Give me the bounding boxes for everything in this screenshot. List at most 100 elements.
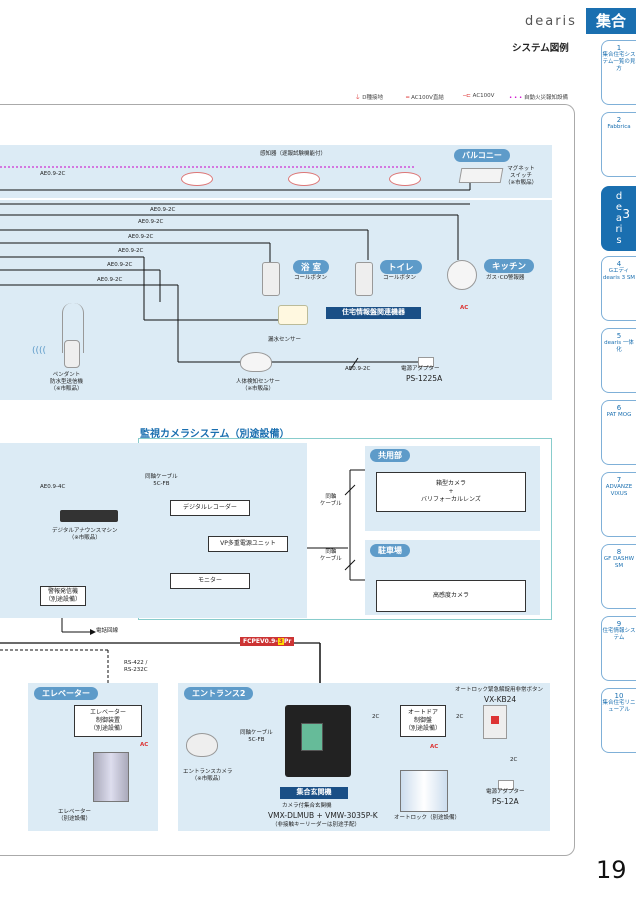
- elevator-device: [93, 752, 129, 802]
- toilet-header: トイレ: [380, 260, 422, 274]
- brand-logo: dearis: [525, 14, 577, 29]
- entrance-panel-desc: カメラ付集合玄関機: [282, 803, 332, 809]
- cable-label: AE0.9-2C: [40, 171, 66, 177]
- sensor-label: 感知器（逐報試験機能付）: [260, 151, 327, 157]
- phone-line-label: 電話回線: [96, 628, 119, 634]
- elevator-label: エレベーター（別途設備）: [58, 809, 92, 822]
- water-sensor-device: [278, 305, 308, 325]
- page-number: 19: [596, 856, 627, 884]
- box-camera-box: 箱型カメラ+バリフォーカルレンズ: [376, 472, 526, 512]
- autolock-label: オートロック（別途設備）: [394, 815, 461, 821]
- cable-2c: 2C: [456, 714, 464, 720]
- vp-power-unit-box: VP多重電源ユニット: [208, 536, 288, 552]
- pendant-label: ペンダント防水型送信機（※市販品）: [50, 372, 84, 392]
- kitchen-header: キッチン: [484, 259, 535, 273]
- entrance-panel-name: 集合玄関機: [280, 787, 348, 799]
- legend-fire-alarm: • • • 自動火災報知設備: [509, 95, 568, 101]
- smoke-detector-1: [181, 172, 213, 186]
- human-sensor-label: 人体検知センサー（※市販品）: [236, 379, 281, 392]
- gas-alarm-label: ガス･CO警報器: [486, 275, 525, 281]
- water-sensor-label: 漏水センサー: [268, 337, 302, 343]
- smoke-detector-2: [288, 172, 320, 186]
- adapter-model: PS-1225A: [406, 374, 443, 383]
- parking-header: 駐車場: [370, 544, 410, 557]
- category-tag: 集合: [586, 8, 636, 34]
- pendant-cord: [62, 303, 84, 353]
- page-subtitle: システム図例: [512, 43, 569, 54]
- digital-recorder-box: デジタルレコーダー: [170, 500, 250, 516]
- announce-label: デジタルアナウンスマシン（※市販品）: [52, 528, 118, 541]
- cable-label: AE0.9-2C: [150, 207, 176, 213]
- cable-label: AE0.9-2C: [107, 262, 133, 268]
- camera-section-title: 監視カメラシステム（別途設備）: [140, 429, 290, 440]
- toilet-call-button-device: [355, 262, 373, 296]
- high-sensitivity-camera-box: 高感度カメラ: [376, 580, 526, 612]
- rs-label: RS-422 /RS-232C: [124, 660, 148, 673]
- entrance-panel-model: VMX-DLMUB + VMW-3035P-K: [268, 811, 378, 820]
- fcpev-cable-label: FCPEV0.9-3Pr: [240, 637, 295, 646]
- entrance-panel-note: （非接触キーリーダーは別途手配）: [272, 822, 361, 828]
- entrance-header: エントランス2: [184, 687, 254, 700]
- cable-label: AE0.9-2C: [118, 248, 144, 254]
- magnet-label: マグネットスイッチ（※市販品）: [505, 166, 538, 186]
- magnet-switch-device: [458, 168, 504, 183]
- bath-header: 浴 室: [293, 260, 329, 274]
- elevator-controller-box: エレベーター制御装置（別途設備）: [74, 705, 142, 737]
- entrance-camera-label: エントランスカメラ（※市販品）: [183, 769, 233, 782]
- power-adapter-device: [498, 780, 514, 790]
- housing-equipment-label: 住宅情報盤関連機器: [326, 307, 421, 319]
- cable-label: AE0.9-2C: [345, 366, 371, 372]
- emergency-button-label: オートロック緊急解錠用非常ボタン: [455, 687, 544, 693]
- call-button-label: コールボタン: [294, 275, 328, 281]
- coax-label: 同軸ケーブル: [320, 494, 342, 507]
- wireless-icon: ((((: [32, 346, 47, 356]
- common-area-header: 共用部: [370, 449, 410, 462]
- elevator-header: エレベーター: [34, 687, 98, 700]
- emergency-button-device: [483, 705, 507, 739]
- smoke-detector-3: [389, 172, 421, 186]
- entrance-panel-device: [285, 705, 351, 777]
- ac-label: AC: [460, 305, 469, 311]
- door-controller-box: オートドア制御盤（別途設備）: [400, 705, 446, 737]
- diagram-frame: [0, 104, 575, 856]
- cable-label: AE0.9-4C: [40, 484, 66, 490]
- power-adapter-device: [418, 357, 434, 367]
- cable-2c: 2C: [510, 757, 518, 763]
- adapter-model: PS-12A: [492, 797, 519, 806]
- autolock-door-device: [400, 770, 448, 812]
- cable-label: AE0.9-2C: [97, 277, 123, 283]
- call-button-label: コールボタン: [383, 275, 417, 281]
- adapter-label: 電源アダプター: [401, 366, 440, 372]
- ac-label: AC: [140, 742, 149, 748]
- emergency-model: VX-KB24: [484, 695, 517, 704]
- bath-call-button-device: [262, 262, 280, 296]
- legend-ac-direct: ━ AC100V直結: [406, 95, 444, 101]
- balcony-header: バルコニー: [454, 149, 510, 162]
- cable-label: AE0.9-2C: [138, 219, 164, 225]
- announce-machine-device: [60, 510, 118, 522]
- cable-2c: 2C: [372, 714, 380, 720]
- legend-ac100v: ─⊏ AC100V: [463, 93, 495, 99]
- pendant-transmitter-device: [64, 340, 80, 368]
- coax-label: 同軸ケーブル: [320, 549, 342, 562]
- ac-label: AC: [430, 744, 439, 750]
- legend-ground: ⏚ D種接地: [355, 95, 384, 101]
- dwelling-panel: [0, 200, 552, 400]
- tab-3-active[interactable]: dearis 3: [601, 186, 636, 251]
- alarm-box: 警報発信機（別途設備）: [40, 586, 86, 606]
- entrance-camera-device: [186, 733, 218, 757]
- human-sensor-device: [240, 352, 272, 372]
- monitor-box: モニター: [170, 573, 250, 589]
